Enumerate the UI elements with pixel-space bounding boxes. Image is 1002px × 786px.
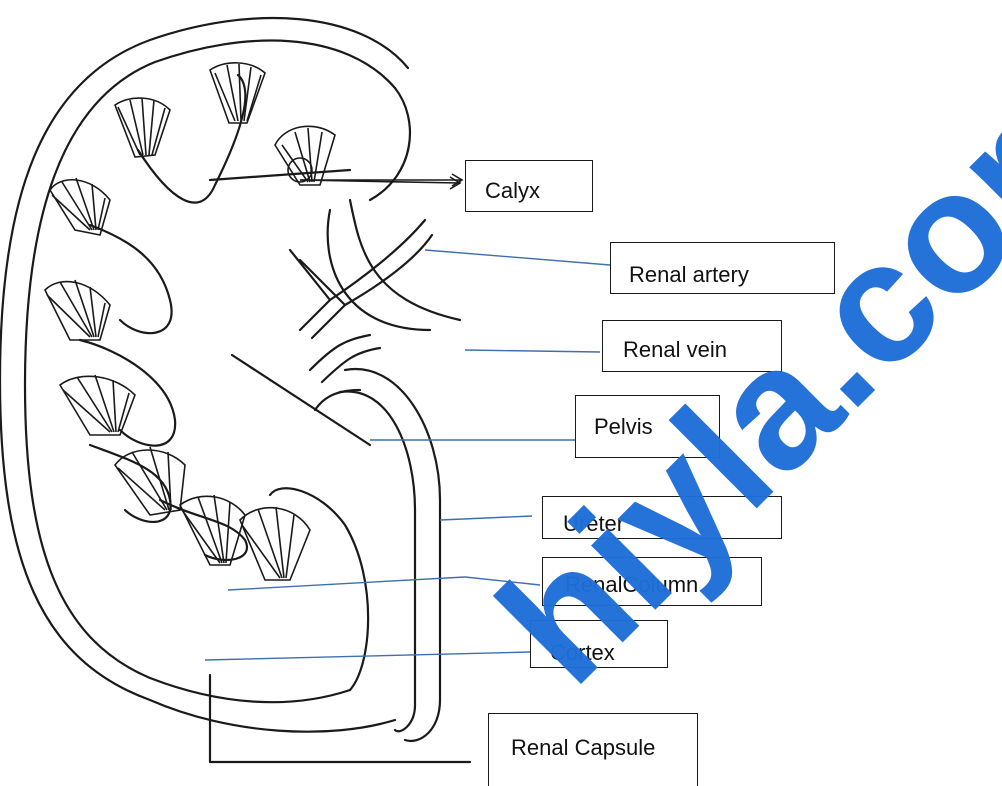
lobe-outline xyxy=(80,340,175,446)
label-renal-vein-text: Renal vein xyxy=(623,339,727,361)
pelvis-outline xyxy=(315,390,360,410)
ureter-inner-wall xyxy=(340,391,415,731)
renal-artery-tube xyxy=(290,250,330,330)
label-renal-column-text: RenalColumn xyxy=(565,574,698,596)
papilla-fan xyxy=(50,178,110,235)
label-calyx: Calyx xyxy=(465,160,593,212)
label-pelvis-text: Pelvis xyxy=(594,416,653,438)
label-renal-column: RenalColumn xyxy=(542,557,762,606)
hilum-upper-curve xyxy=(370,88,410,200)
label-renal-vein: Renal vein xyxy=(602,320,782,372)
label-cortex: Cortex xyxy=(530,620,668,668)
inner-cortex-outline xyxy=(25,41,395,703)
label-ureter-text: Ureter xyxy=(563,513,624,535)
leader-line xyxy=(210,170,350,180)
outer-capsule-outline xyxy=(0,18,408,732)
leader-cortex xyxy=(205,652,530,660)
label-ureter: Ureter xyxy=(542,496,782,539)
papilla-fan xyxy=(115,447,185,515)
connecting-arc xyxy=(328,210,430,330)
papilla-fan xyxy=(275,126,335,185)
leader-renal-column xyxy=(228,577,465,590)
leader-ureter xyxy=(440,516,532,520)
papilla-fan xyxy=(240,507,310,580)
label-renal-artery: Renal artery xyxy=(610,242,835,294)
papilla-fan xyxy=(45,280,110,340)
connecting-arc xyxy=(350,200,460,320)
leader-renal-column-extra xyxy=(465,577,540,585)
label-cortex-text: Cortex xyxy=(550,642,615,664)
renal-vein-tube xyxy=(322,348,380,382)
capsule-bracket xyxy=(210,675,470,762)
renal-artery-tube xyxy=(345,235,432,305)
papilla-fan xyxy=(210,63,265,123)
papilla-fan xyxy=(60,375,135,435)
hilum-lower-curve xyxy=(270,488,368,690)
leader-renal-artery xyxy=(425,250,610,265)
lobe-outline xyxy=(90,445,170,522)
label-renal-artery-text: Renal artery xyxy=(629,264,749,286)
lobe-outline xyxy=(138,75,245,203)
label-renal-capsule: Renal Capsule xyxy=(488,713,698,786)
label-pelvis: Pelvis xyxy=(575,395,720,458)
papilla-fan xyxy=(115,98,170,157)
label-calyx-text: Calyx xyxy=(485,180,540,202)
label-renal-capsule-text: Renal Capsule xyxy=(511,737,655,759)
calyx-arrows xyxy=(300,174,462,189)
leader-renal-vein xyxy=(465,350,600,352)
